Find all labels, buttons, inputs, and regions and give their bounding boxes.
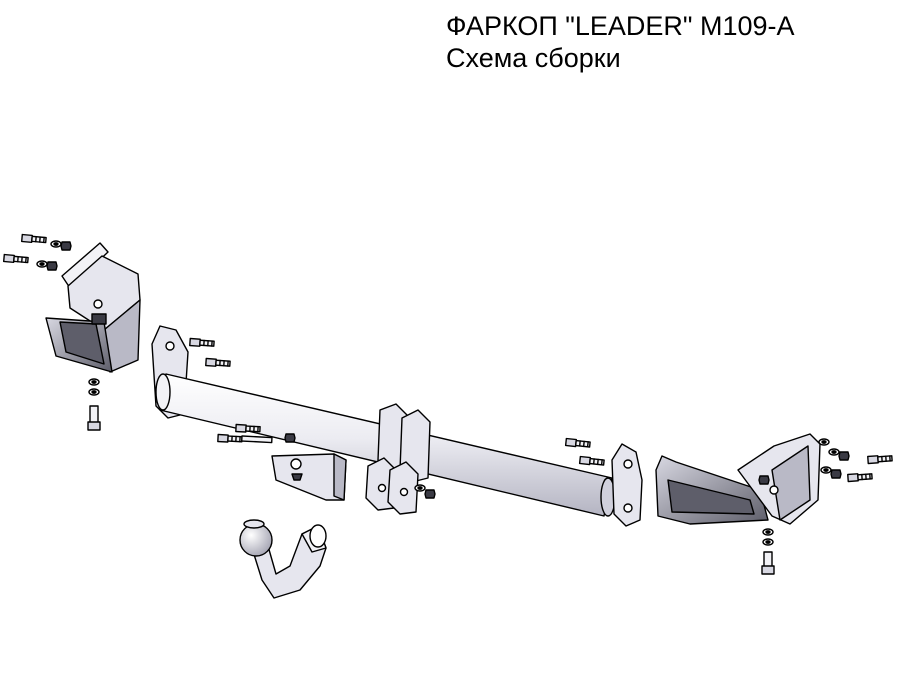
left-vertical-bolt: [87, 378, 101, 431]
center-bolts: [217, 423, 296, 444]
page-subtitle: Схема сборки: [446, 43, 621, 73]
right-bracket: [655, 433, 821, 525]
tow-ball: [239, 519, 327, 599]
right-flange-bolts: [564, 437, 605, 467]
left-bracket-bolts: [2, 233, 72, 271]
socket-bracket: [271, 453, 347, 501]
right-flange-plate: [611, 443, 643, 527]
center-mount-plates: [365, 403, 436, 515]
title-block: ФАРКОП "LEADER" М109-А Схема сборки: [446, 10, 795, 74]
right-bracket-bolts: [818, 438, 893, 483]
left-flange-bolts: [189, 337, 231, 368]
left-bracket: [45, 242, 141, 373]
right-vertical-bolt: [761, 528, 775, 575]
page-title: ФАРКОП "LEADER" М109-А: [446, 11, 795, 41]
